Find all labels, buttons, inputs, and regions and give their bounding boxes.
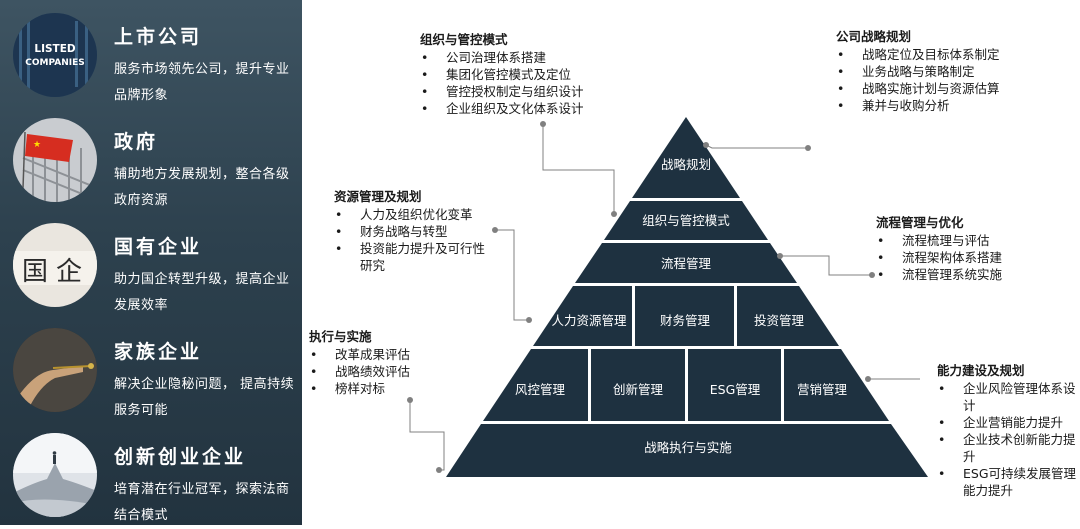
listed-companies-photo: LISTED COMPANIES [13, 13, 97, 97]
level-label-process: 流程管理 [661, 256, 712, 271]
block-execution: 执行与实施 改革成果评估 战略绩效评估 榜样对标 [309, 328, 449, 397]
block-title: 公司战略规划 [836, 29, 912, 44]
level-label-investment: 投资管理 [754, 313, 805, 328]
block-title: 组织与管控模式 [420, 32, 508, 47]
block-item: 改革成果评估 [309, 346, 449, 363]
connector-process [780, 255, 872, 276]
block-item: 业务战略与策略制定 [836, 63, 1036, 80]
photo-caption-line1: LISTED [34, 43, 75, 55]
block-item: 人力及组织优化变革 [334, 206, 496, 223]
pyramid-block-finance [635, 286, 734, 346]
client-title: 政府 [114, 131, 159, 153]
connector-dot [436, 467, 442, 473]
block-item: 流程架构体系搭建 [876, 249, 1066, 266]
block-item: 企业组织及文化体系设计 [420, 100, 630, 117]
client-state-owned: 国 企 国有企业 助力国企转型升级，提高企业发展效率 [0, 210, 302, 315]
connector-dot [540, 121, 546, 127]
photo-caption-line2: COMPANIES [25, 58, 84, 68]
block-item: 兼并与收购分析 [836, 97, 1036, 114]
block-item: 管控授权制定与组织设计 [420, 83, 630, 100]
block-item: 企业风险管理体系设计 [937, 380, 1077, 414]
level-label-marketing: 营销管理 [797, 382, 848, 397]
pyramid-level-org-control [604, 201, 768, 240]
connector-execution [409, 400, 445, 471]
connector-dot [703, 142, 709, 148]
pyramid-block-hr [533, 286, 632, 346]
block-title: 流程管理与优化 [876, 215, 964, 230]
family-business-hand-photo [13, 328, 97, 412]
block-item: 流程梳理与评估 [876, 232, 1066, 249]
connector-dot [611, 211, 617, 217]
block-item: ESG可持续发展管理能力提升 [937, 465, 1077, 499]
client-title: 上市公司 [114, 26, 203, 48]
block-item: 战略实施计划与资源估算 [836, 80, 1036, 97]
client-government: ★ 政府 辅助地方发展规划，整合各级政府资源 [0, 105, 302, 210]
block-item: 战略定位及目标体系制定 [836, 46, 1036, 63]
level-label-risk: 风控管理 [515, 382, 566, 397]
level-label-execution: 战略执行与实施 [644, 440, 732, 455]
client-listed-companies: LISTED COMPANIES 上市公司 服务市场领先公司，提升专业品牌形象 [0, 0, 302, 105]
block-item: 企业技术创新能力提升 [937, 431, 1077, 465]
block-item: 财务战略与转型 [334, 223, 496, 240]
svg-text:★: ★ [33, 140, 41, 150]
client-description: 助力国企转型升级，提高企业发展效率 [114, 272, 290, 313]
connector-dot [805, 145, 811, 151]
level-label-finance: 财务管理 [660, 313, 711, 328]
client-title: 创新创业企业 [114, 446, 247, 468]
photo-sign-char-1: 国 [22, 257, 48, 287]
pyramid-level-execution [446, 424, 928, 477]
block-title: 执行与实施 [309, 329, 372, 344]
connector-resource [495, 229, 529, 321]
block-item: 公司治理体系搭建 [420, 49, 630, 66]
block-item: 企业营销能力提升 [937, 414, 1077, 431]
block-title: 资源管理及规划 [334, 189, 422, 204]
connector-dot [407, 397, 413, 403]
connector-org-control [542, 124, 615, 214]
block-org-control: 组织与管控模式 公司治理体系搭建 集团化管控模式及定位 管控授权制定与组织设计 … [420, 31, 630, 117]
pyramid-level-strategy [632, 117, 740, 198]
block-item: 集团化管控模式及定位 [420, 66, 630, 83]
level-label-org-control: 组织与管控模式 [642, 213, 730, 228]
pyramid-block-risk [483, 349, 588, 421]
level-label-strategy: 战略规划 [661, 157, 711, 172]
block-capability: 能力建设及规划 企业风险管理体系设计 企业营销能力提升 企业技术创新能力提升 E… [937, 362, 1077, 499]
block-item: 战略绩效评估 [309, 363, 449, 380]
client-startup: 创新创业企业 培育潜在行业冠军，探索法商结合模式 [0, 420, 302, 525]
level-label-esg: ESG管理 [710, 382, 761, 397]
connector-strategy [705, 144, 808, 149]
photo-sign-char-2: 企 [56, 257, 82, 287]
block-item: 榜样对标 [309, 380, 449, 397]
connector-dot [777, 253, 783, 259]
connector-dot [869, 272, 875, 278]
client-title: 家族企业 [114, 341, 203, 363]
block-strategy: 公司战略规划 战略定位及目标体系制定 业务战略与策略制定 战略实施计划与资源估算… [836, 28, 1036, 114]
block-process: 流程管理与优化 流程梳理与评估 流程架构体系搭建 流程管理系统实施 [876, 214, 1066, 283]
pyramid-block-esg [688, 349, 781, 421]
client-description: 服务市场领先公司，提升专业品牌形象 [114, 62, 290, 103]
government-flag-photo: ★ [13, 118, 97, 202]
client-description: 解决企业隐秘问题， 提高持续服务可能 [114, 377, 295, 418]
connector-dot [865, 376, 871, 382]
block-item: 流程管理系统实施 [876, 266, 1066, 283]
block-item: 投资能力提升及可行性研究 [334, 240, 496, 274]
state-enterprise-sign-photo: 国 企 [13, 223, 97, 307]
block-title: 能力建设及规划 [937, 363, 1025, 378]
client-description: 培育潜在行业冠军，探索法商结合模式 [114, 482, 290, 523]
pyramid-level-process [575, 243, 797, 283]
connector-dot [526, 317, 532, 323]
client-title: 国有企业 [114, 236, 203, 258]
level-label-innovation: 创新管理 [613, 382, 664, 397]
level-label-hr: 人力资源管理 [551, 313, 627, 328]
client-family-business: 家族企业 解决企业隐秘问题， 提高持续服务可能 [0, 315, 302, 420]
client-types-panel: LISTED COMPANIES 上市公司 服务市场领先公司，提升专业品牌形象 … [0, 0, 302, 525]
client-description: 辅助地方发展规划，整合各级政府资源 [114, 167, 290, 208]
pyramid-block-innovation [591, 349, 685, 421]
pyramid-block-marketing [784, 349, 889, 421]
block-resource: 资源管理及规划 人力及组织优化变革 财务战略与转型 投资能力提升及可行性研究 [334, 188, 496, 274]
pyramid-block-investment [737, 286, 839, 346]
